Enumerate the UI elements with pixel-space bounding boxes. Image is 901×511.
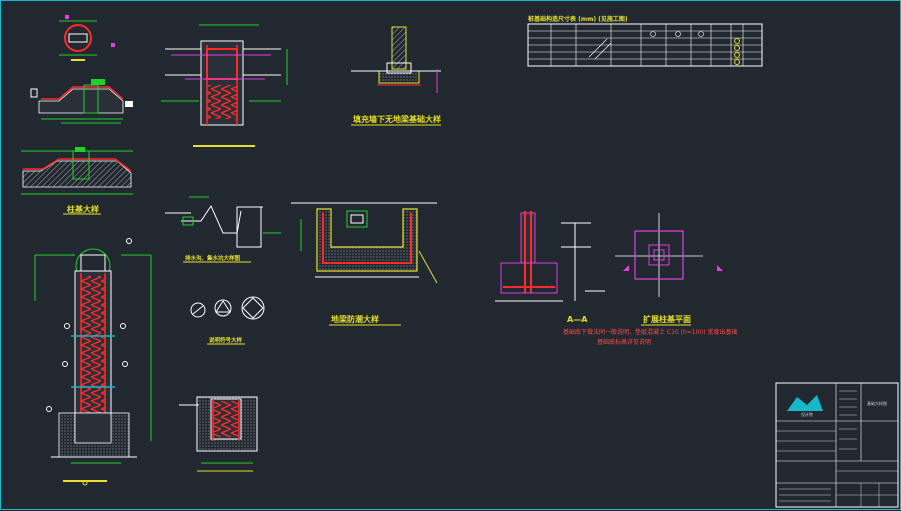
label-wall-footing: 填充墙下无地梁基础大样 [353,114,441,124]
wall-footing-detail: 填充墙下无地梁基础大样 [351,26,441,126]
company-logo-icon [787,395,823,411]
beam-column-joint-detail [161,24,288,147]
symbol-details: 说明符号大样 [190,296,265,345]
company-name: 设计院 [801,411,813,417]
pile-dimension-table: 桩基础构造尺寸表 (mm) (见施工图) [527,15,763,67]
column-elevation [34,238,152,486]
label-ground-beam: 地梁防潮大样 [331,314,379,324]
drawing-title: 基础大样图 [867,400,887,406]
note-line-2: 基础底标高详见说明 [597,338,651,346]
design-notes: 基础底下做法同一般说明，垫层混凝土 C10 (h=100) 宽度出基础 基础底标… [563,328,738,346]
label-section-aa: A—A [567,315,588,324]
label-small-detail: 柱基大样 [67,204,99,214]
pile-cap-details-top-left: 柱基大样 [21,15,133,215]
section-a-a: A—A [495,211,605,324]
table-title: 桩基础构造尺寸表 (mm) (见施工图) [528,15,628,23]
label-symbols: 说明符号大样 [209,336,243,344]
ground-beam-detail: 地梁防潮大样 [291,202,438,326]
drainage-pit-detail: 排水沟、集水坑大样图 [165,196,281,263]
label-pit-detail: 排水沟、集水坑大样图 [185,254,241,262]
note-line-1: 基础底下做法同一般说明，垫层混凝土 C10 (h=100) 宽度出基础 [563,328,738,336]
title-block: 设计院 基础大样图 [775,382,899,508]
expanded-footing-plan: 扩展柱基平面 [615,213,723,326]
label-footing-plan: 扩展柱基平面 [643,314,691,324]
pile-top-detail [179,396,258,472]
